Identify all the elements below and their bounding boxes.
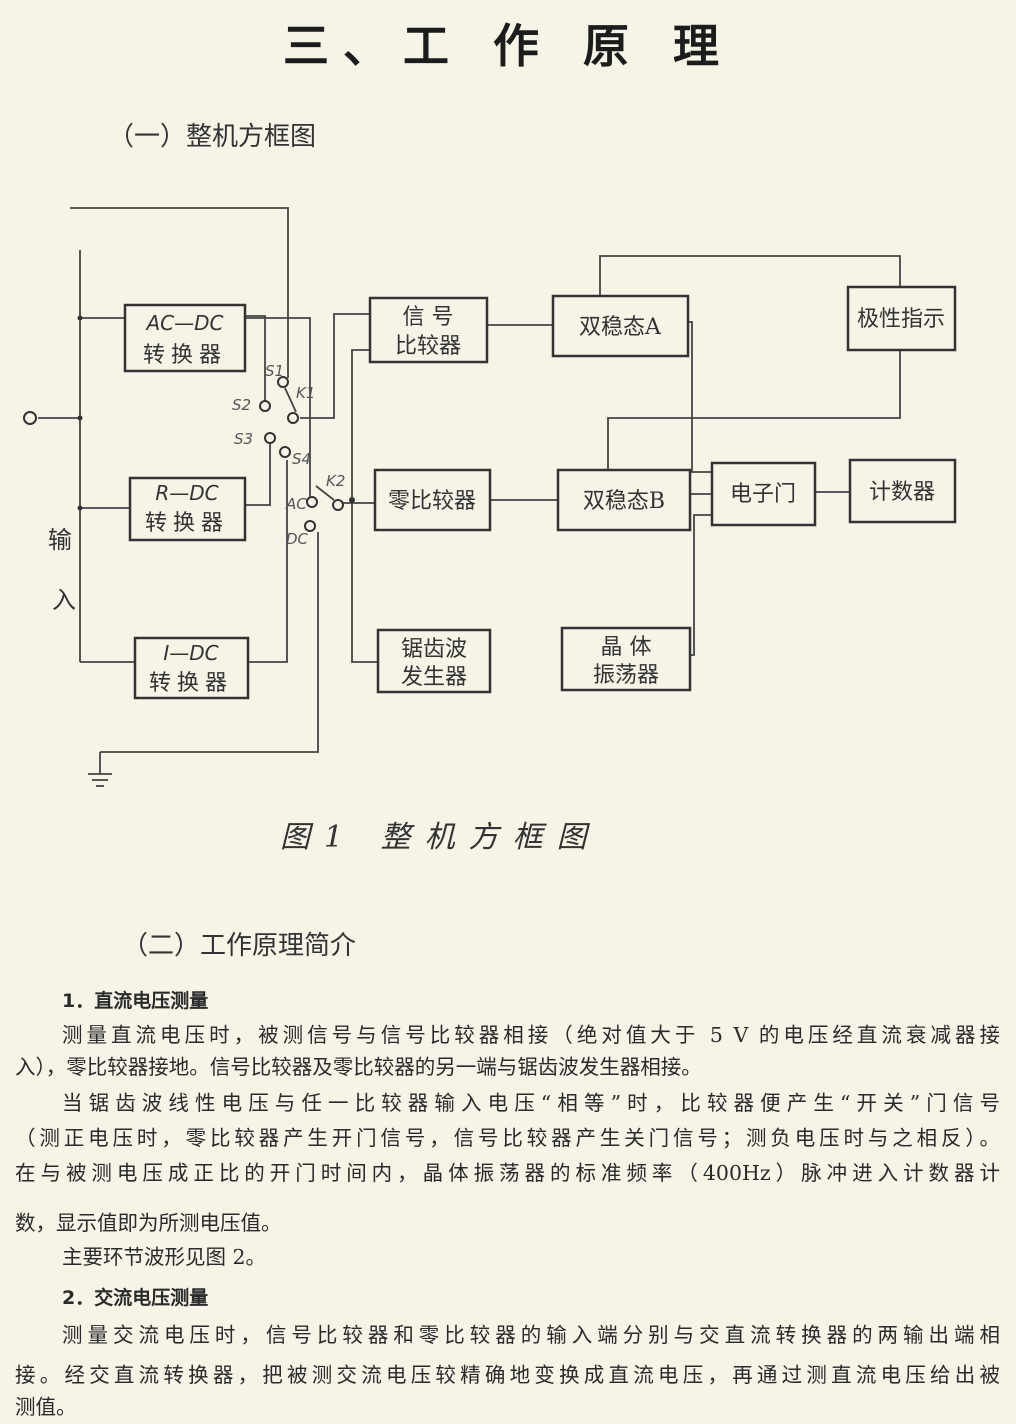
svg-text:零比较器: 零比较器 [388, 489, 476, 514]
block-i-dc: I—DC 转换器 [133, 636, 250, 700]
s1-label: S1 [265, 362, 284, 380]
block-counter: 计数器 [848, 458, 957, 524]
block-crystal-oscillator: 晶 体 振荡器 [560, 626, 692, 692]
figure-caption: 图1 整机方框图 [280, 820, 601, 855]
paragraph-line: 测量直流电压时，被测信号与信号比较器相接（绝对值大于 5 V 的电压经直流衰减器… [62, 1023, 1000, 1047]
block-bistable-a: 双稳态A [551, 294, 690, 358]
paragraph-line: 测量交流电压时，信号比较器和零比较器的输入端分别与交直流转换器的两输出端相 [62, 1323, 1000, 1347]
k2-label: K2 [326, 472, 345, 490]
svg-text:转换器: 转换器 [143, 343, 227, 368]
switch-s3 [264, 432, 276, 444]
switch-s2 [259, 400, 271, 412]
svg-text:振荡器: 振荡器 [593, 663, 659, 688]
switch-dc [304, 520, 316, 532]
svg-text:双稳态B: 双稳态B [583, 489, 665, 514]
section-heading-block-diagram: （一）整机方框图 [108, 122, 317, 152]
switch-k2 [332, 499, 344, 511]
block-electronic-gate: 电子门 [710, 461, 817, 527]
paragraph-line: （测正电压时，零比较器产生开门信号，信号比较器产生关门信号；测负电压时与之相反）… [15, 1126, 1000, 1150]
svg-text:发生器: 发生器 [401, 665, 467, 690]
section-heading-principle: （二）工作原理简介 [122, 931, 357, 961]
block-ac-dc: AC—DC 转换器 [123, 303, 247, 373]
svg-text:计数器: 计数器 [869, 480, 935, 505]
paragraph-line: 入），零比较器接地。信号比较器及零比较器的另一端与锯齿波发生器相接。 [15, 1055, 702, 1079]
svg-text:比较器: 比较器 [395, 334, 461, 359]
block-zero-comparator: 零比较器 [373, 468, 492, 532]
svg-text:双稳态A: 双稳态A [579, 315, 662, 340]
block-diagram: S1 S2 K1 S3 S4 K2 AC DC 输 入 AC—DC 转换器 R—… [23, 207, 957, 787]
switch-s1 [277, 376, 289, 388]
ac-label: AC [285, 495, 307, 513]
svg-text:晶 体: 晶 体 [601, 635, 652, 660]
block-sawtooth-generator: 锯齿波 发生器 [376, 628, 492, 694]
subheading-dc-voltage: 1．直流电压测量 [62, 990, 209, 1012]
wires [38, 207, 901, 787]
paragraph-line: 当锯齿波线性电压与任一比较器输入电压“相等”时，比较器便产生“开关”门信号 [62, 1091, 1000, 1115]
switch-s4 [279, 446, 291, 458]
input-label-2: 入 [52, 586, 76, 614]
svg-text:I—DC: I—DC [163, 641, 218, 665]
block-signal-comparator: 信 号 比较器 [368, 296, 489, 364]
svg-text:转换器: 转换器 [149, 671, 233, 696]
svg-text:AC—DC: AC—DC [144, 311, 223, 335]
block-bistable-b: 双稳态B [556, 468, 692, 532]
paragraph-line: 数，显示值即为所测电压值。 [15, 1211, 282, 1235]
paragraph-line: 接。经交直流转换器，把被测交流电压较精确地变换成直流电压，再通过测直流电压给出被 [15, 1363, 1000, 1387]
switch-ac [306, 496, 318, 508]
svg-text:R—DC: R—DC [155, 481, 218, 505]
k1-label: K1 [296, 384, 315, 402]
s2-label: S2 [232, 396, 251, 414]
svg-text:电子门: 电子门 [730, 482, 796, 507]
input-label-1: 输 [48, 526, 72, 554]
s3-label: S3 [234, 430, 253, 448]
dc-label: DC [286, 530, 309, 548]
block-r-dc: R—DC 转换器 [128, 476, 247, 542]
svg-text:信 号: 信 号 [403, 305, 454, 330]
input-terminal [23, 411, 37, 425]
paragraph-line: 在与被测电压成正比的开门时间内，晶体振荡器的标准频率（400Hz）脉冲进入计数器… [15, 1161, 1000, 1185]
svg-text:转换器: 转换器 [145, 511, 229, 536]
page-title: 三、工 作 原 理 [282, 19, 734, 73]
switch-k1 [287, 412, 299, 424]
s4-label: S4 [292, 450, 311, 468]
subheading-ac-voltage: 2．交流电压测量 [62, 1287, 209, 1309]
svg-text:极性指示: 极性指示 [857, 307, 945, 332]
block-polarity-indicator: 极性指示 [846, 285, 957, 352]
paragraph-line: 测值。 [15, 1395, 77, 1419]
svg-text:锯齿波: 锯齿波 [401, 637, 467, 662]
paragraph-line: 主要环节波形见图 2。 [62, 1245, 267, 1269]
